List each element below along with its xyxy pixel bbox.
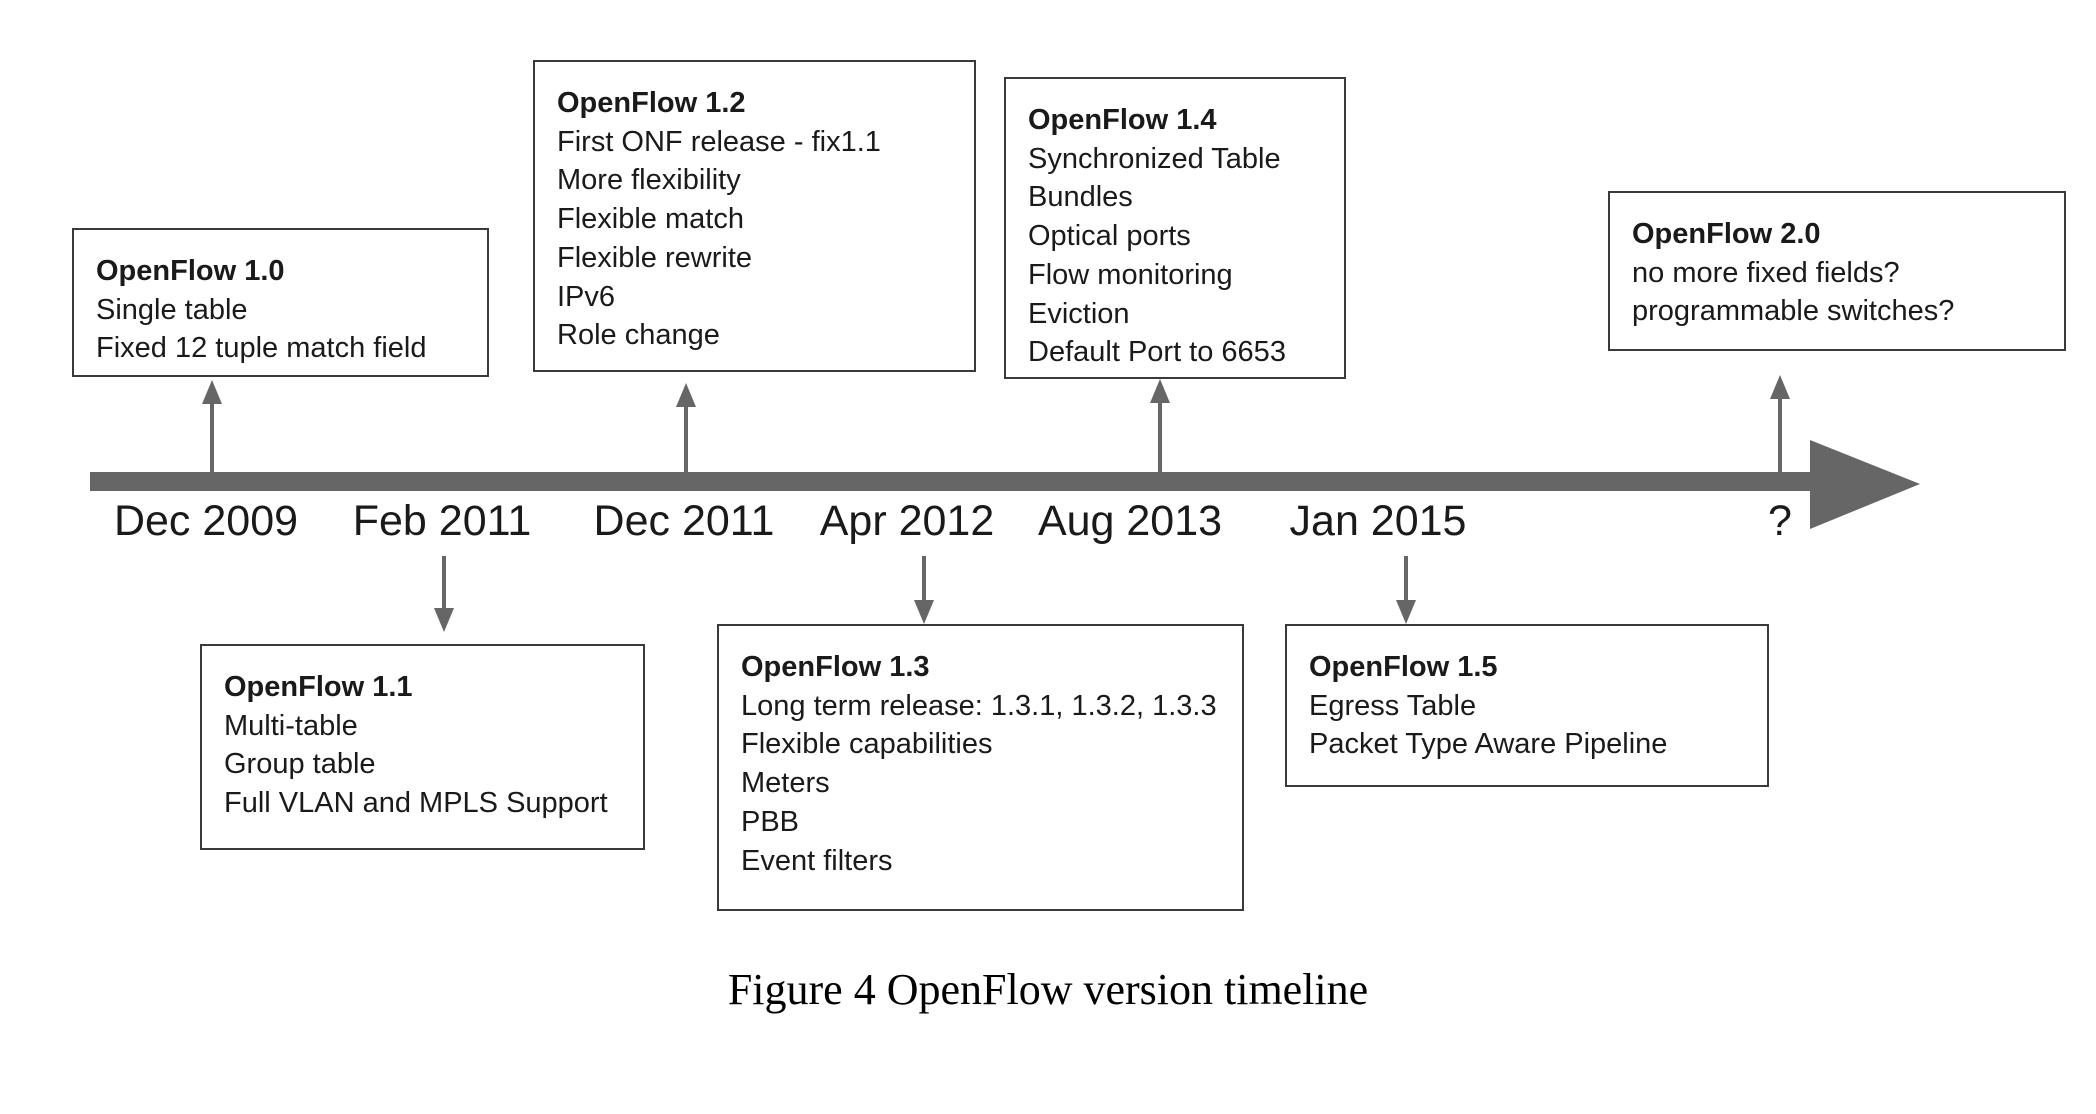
feature-item: Role change [557, 319, 720, 352]
connector-arrow-2-0 [1770, 375, 1790, 472]
feature-item: PBB [741, 805, 800, 838]
feature-item: First ONF release - fix1.1 [557, 125, 881, 158]
version-box-2-0: OpenFlow 2.0 no more fixed fields? progr… [1608, 191, 2066, 351]
date-label-aug-2013: Aug 2013 [1037, 497, 1223, 545]
timeline-axis [90, 472, 1830, 491]
feature-item: Flexible rewrite [557, 241, 752, 274]
version-title: OpenFlow 1.4 [1028, 104, 1217, 136]
version-title: OpenFlow 1.0 [96, 255, 285, 287]
version-title: OpenFlow 1.3 [741, 651, 930, 683]
version-title: OpenFlow 1.2 [557, 87, 746, 119]
feature-item: programmable switches? [1632, 295, 1955, 328]
feature-item: no more fixed fields? [1632, 256, 1900, 289]
version-box-1-0: OpenFlow 1.0 Single table Fixed 12 tuple… [72, 228, 489, 377]
date-label-dec-2009: Dec 2009 [113, 497, 299, 545]
feature-item: Bundles [1028, 181, 1133, 214]
version-box-1-1: OpenFlow 1.1 Multi-table Group table Ful… [200, 644, 645, 850]
feature-item: Single table [96, 293, 248, 326]
date-label-feb-2011: Feb 2011 [352, 497, 532, 545]
figure-caption: Figure 4 OpenFlow version timeline [727, 965, 1369, 1014]
feature-item: Long term release: 1.3.1, 1.3.2, 1.3.3 [741, 689, 1217, 722]
feature-item: Flexible match [557, 203, 744, 236]
connector-arrow-1-3 [914, 556, 934, 624]
connector-arrow-1-2 [676, 383, 696, 472]
version-box-1-3: OpenFlow 1.3 Long term release: 1.3.1, 1… [717, 624, 1244, 911]
feature-item: Packet Type Aware Pipeline [1309, 728, 1668, 761]
arrow-head [202, 380, 222, 404]
version-title: OpenFlow 2.0 [1632, 218, 1821, 250]
feature-item: Group table [224, 748, 376, 781]
feature-item: Meters [741, 767, 830, 800]
feature-item: Egress Table [1309, 689, 1477, 722]
date-label-jan-2015: Jan 2015 [1289, 497, 1467, 545]
version-title: OpenFlow 1.5 [1309, 651, 1498, 683]
version-title: OpenFlow 1.1 [224, 671, 413, 703]
connector-arrow-1-1 [434, 556, 454, 632]
date-label-apr-2012: Apr 2012 [819, 497, 995, 545]
connector-arrow-1-4 [1150, 379, 1170, 472]
feature-item: Full VLAN and MPLS Support [224, 787, 608, 820]
version-box-1-4: OpenFlow 1.4 Synchronized Table Bundles … [1004, 77, 1346, 379]
arrow-head [1396, 600, 1416, 624]
arrow-head [914, 600, 934, 624]
feature-item: Flexible capabilities [741, 728, 993, 761]
feature-item: Synchronized Table [1028, 142, 1281, 175]
arrow-head [1770, 375, 1790, 399]
feature-item: Eviction [1028, 297, 1130, 330]
feature-item: More flexibility [557, 164, 741, 197]
timeline-arrowhead [1810, 440, 1920, 529]
feature-item: Default Port to 6653 [1028, 336, 1286, 369]
date-label-dec-2011: Dec 2011 [593, 497, 775, 545]
connector-arrow-1-0 [202, 380, 222, 472]
arrow-head [434, 608, 454, 632]
feature-item: Optical ports [1028, 220, 1191, 253]
arrow-head [1150, 379, 1170, 403]
connector-arrow-1-5 [1396, 556, 1416, 624]
date-label-future: ? [1768, 497, 1792, 545]
feature-item: Event filters [741, 844, 893, 877]
arrow-head [676, 383, 696, 407]
version-box-1-2: OpenFlow 1.2 First ONF release - fix1.1 … [533, 60, 976, 372]
feature-item: Fixed 12 tuple match field [96, 332, 427, 365]
feature-item: Multi-table [224, 709, 358, 742]
feature-item: Flow monitoring [1028, 258, 1233, 291]
feature-item: IPv6 [557, 280, 616, 313]
version-box-1-5: OpenFlow 1.5 Egress Table Packet Type Aw… [1285, 624, 1769, 787]
